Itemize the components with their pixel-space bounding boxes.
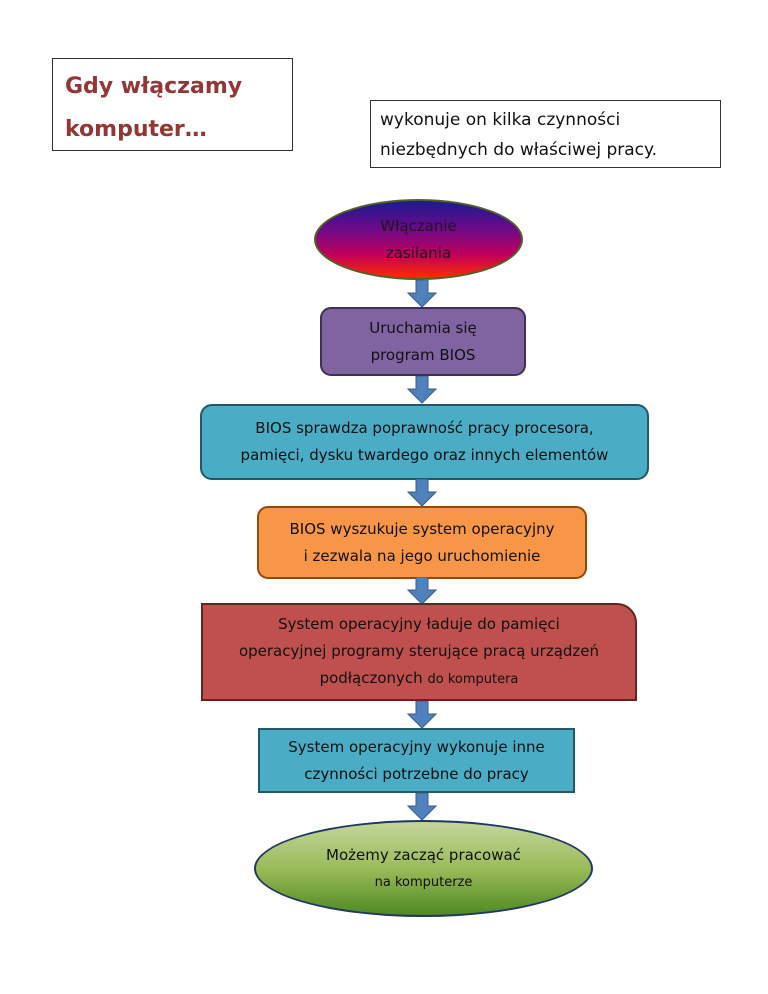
node-bios-start: Uruchamia się program BIOS	[320, 307, 526, 376]
node-text: System operacyjny ładuje do pamięci	[278, 615, 560, 633]
arrow-down-icon	[407, 479, 437, 507]
node-text: czynności potrzebne do pracy	[304, 764, 529, 783]
node-bios-search: BIOS wyszukuje system operacyjny i zezwa…	[257, 506, 587, 579]
node-text-line-3: podłączonych do komputera	[320, 665, 519, 693]
node-text: operacyjnej programy sterujące pracą urz…	[238, 642, 600, 660]
node-text-small: do komputera	[427, 672, 519, 687]
node-text: Uruchamia się	[369, 318, 477, 337]
arrow-down-icon	[407, 376, 437, 404]
note-line-1: wykonuje on kilka czynności	[380, 110, 621, 130]
node-text: BIOS wyszukuje system operacyjny	[289, 519, 555, 538]
node-text: zasilania	[385, 243, 452, 262]
title-line-1: Gdy włączamy	[65, 74, 243, 99]
note-box: wykonuje on kilka czynności niezbędnych …	[370, 100, 721, 168]
note-line-2: niezbędnych do właściwej pracy.	[380, 140, 658, 160]
node-text: podłączonych	[319, 669, 423, 687]
arrow-down-icon	[407, 577, 437, 605]
title-box: Gdy włączamy komputer…	[52, 58, 293, 151]
node-text: program BIOS	[370, 345, 476, 364]
title-line-2: komputer…	[65, 117, 207, 142]
node-text: Możemy zacząć pracować	[326, 845, 521, 864]
node-os-other: System operacyjny wykonuje inne czynnośc…	[258, 728, 575, 793]
arrow-down-icon	[407, 280, 437, 308]
node-ready: Możemy zacząć pracować na komputerze	[254, 820, 593, 917]
node-text: pamięci, dysku twardego oraz innych elem…	[240, 446, 609, 464]
node-text: i zezwala na jego uruchomienie	[303, 546, 541, 565]
node-text: System operacyjny wykonuje inne	[288, 737, 545, 756]
node-text-small: na komputerze	[374, 874, 473, 890]
node-power-on: Włączanie zasilania	[314, 199, 523, 280]
node-os-load: System operacyjny ładuje do pamięci oper…	[201, 603, 637, 701]
node-text: Włączanie	[380, 216, 457, 235]
arrow-down-icon	[407, 793, 437, 821]
node-text: BIOS sprawdza poprawność pracy procesora…	[255, 419, 594, 437]
arrow-down-icon	[407, 701, 437, 729]
node-bios-check: BIOS sprawdza poprawność pracy procesora…	[200, 404, 649, 480]
